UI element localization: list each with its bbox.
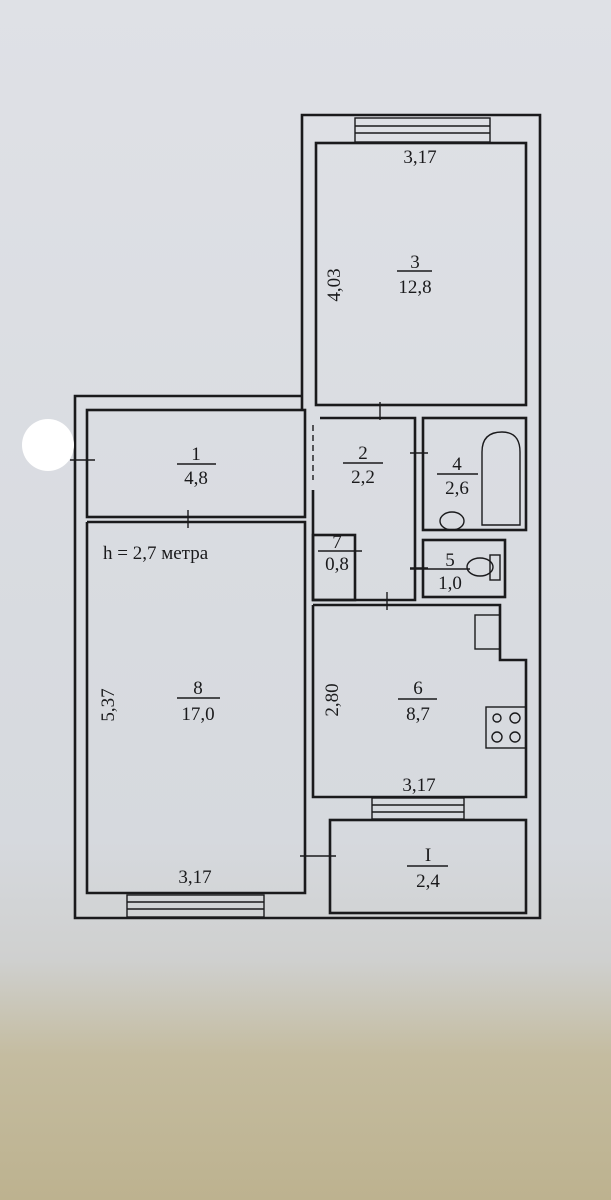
room-1-area: 4,8	[184, 468, 208, 489]
sink-icon	[439, 511, 465, 531]
room-6-number: 6	[413, 678, 423, 699]
balcony-area: 2,4	[416, 871, 440, 892]
white-circle-marker	[22, 419, 74, 471]
room-6-length: 2,80	[322, 683, 343, 716]
bathtub-icon	[481, 431, 521, 526]
room-5-number: 5	[445, 550, 455, 571]
room-6-area: 8,7	[406, 704, 430, 725]
room-8-area: 17,0	[181, 704, 214, 725]
room-1-number: 1	[191, 444, 201, 465]
room-7-area: 0,8	[325, 554, 349, 575]
room-6-width: 3,17	[402, 775, 435, 796]
outer-walls	[73, 113, 542, 920]
ceiling-height: h = 2,7 метра	[103, 543, 209, 564]
stove-icon	[485, 706, 527, 749]
room-5-area: 1,0	[438, 573, 462, 594]
room-2-number: 2	[358, 443, 368, 464]
room-3-length: 4,03	[324, 268, 345, 301]
fraction-bars	[177, 270, 478, 867]
room-4-area: 2,6	[445, 478, 469, 499]
room-4-number: 4	[452, 454, 462, 475]
room-3-width: 3,17	[403, 147, 436, 168]
room-3-area: 12,8	[398, 277, 431, 298]
doors	[70, 402, 428, 857]
room-8-length: 5,37	[98, 688, 119, 721]
room-8-number: 8	[193, 678, 203, 699]
room-3-number: 3	[410, 252, 420, 273]
kitchen-sink-icon	[474, 614, 501, 650]
windows	[126, 117, 491, 918]
toilet-icon	[489, 554, 501, 581]
balcony-number: I	[425, 845, 431, 866]
room-8-width: 3,17	[178, 867, 211, 888]
fixtures	[439, 431, 527, 749]
room-2-area: 2,2	[351, 467, 375, 488]
room-7-number: 7	[332, 532, 342, 553]
